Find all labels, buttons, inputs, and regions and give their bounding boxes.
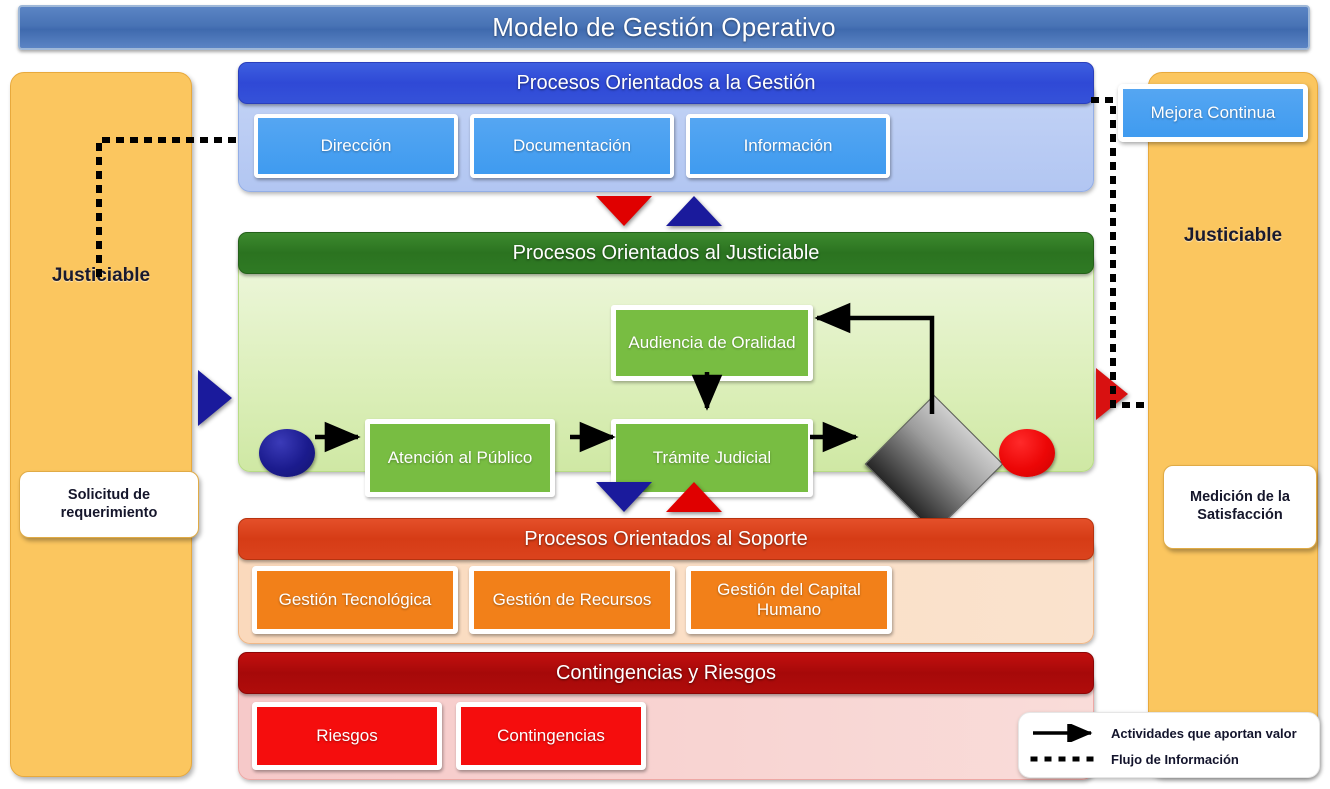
band-contingencias-riesgos: Contingencias y Riesgos Riesgos Continge…	[238, 652, 1094, 780]
chip-gestion-recursos[interactable]: Gestión de Recursos	[469, 566, 675, 634]
blue-down-triangle-icon	[596, 482, 652, 512]
note-solicitud-requerimiento: Solicitud de requerimiento	[19, 471, 199, 538]
band-header-soporte: Procesos Orientados al Soporte	[238, 518, 1094, 560]
band-procesos-soporte: Procesos Orientados al Soporte Gestión T…	[238, 518, 1094, 644]
note-medicion-satisfaccion: Medición de la Satisfacción	[1163, 465, 1317, 549]
band-body-justiciable: Audiencia de Oralidad Atención al Públic…	[238, 252, 1094, 534]
actor-label-left: Justiciable	[51, 265, 151, 286]
legend-label-valor: Actividades que aportan valor	[1111, 725, 1297, 741]
chip-gestion-tecnologica[interactable]: Gestión Tecnológica	[252, 566, 458, 634]
start-circle-icon	[259, 429, 315, 477]
flow-box-audiencia-oralidad[interactable]: Audiencia de Oralidad	[611, 305, 813, 381]
diagram-title-banner: Modelo de Gestión Operativo	[18, 5, 1310, 50]
band-procesos-justiciable: Audiencia de Oralidad Atención al Públic…	[238, 232, 1094, 534]
legend-item-informacion: Flujo de Información	[1029, 746, 1309, 772]
band-procesos-gestion: Procesos Orientados a la Gestión Direcci…	[238, 62, 1308, 192]
legend: Actividades que aportan valor Flujo de I…	[1018, 712, 1320, 778]
chip-riesgos[interactable]: Riesgos	[252, 702, 442, 770]
decision-diamond-icon	[864, 394, 1004, 534]
red-up-triangle-icon	[666, 482, 722, 512]
chip-row-soporte: Gestión Tecnológica Gestión de Recursos …	[252, 566, 892, 634]
dotted-line-icon	[1029, 750, 1111, 768]
solid-arrow-icon	[1029, 724, 1111, 742]
band-header-riesgos: Contingencias y Riesgos	[238, 652, 1094, 694]
chip-informacion[interactable]: Información	[686, 114, 890, 178]
actor-panel-left: Justiciable Solicitud de requerimiento	[10, 72, 199, 777]
chip-gestion-capital-humano[interactable]: Gestión del Capital Humano	[686, 566, 892, 634]
chip-row-gestion: Dirección Documentación Información	[254, 114, 890, 178]
dotted-flow-right	[1091, 97, 1155, 408]
red-down-triangle-icon	[596, 196, 652, 226]
band-header-justiciable: Procesos Orientados al Justiciable	[238, 232, 1094, 274]
chip-mejora-continua[interactable]: Mejora Continua	[1118, 84, 1308, 142]
chip-documentacion[interactable]: Documentación	[470, 114, 674, 178]
legend-item-valor: Actividades que aportan valor	[1029, 720, 1309, 746]
legend-label-informacion: Flujo de Información	[1111, 751, 1239, 767]
chip-row-riesgos: Riesgos Contingencias	[252, 702, 646, 770]
flow-box-atencion-publico[interactable]: Atención al Público	[365, 419, 555, 497]
band-header-gestion: Procesos Orientados a la Gestión	[238, 62, 1094, 104]
red-right-triangle-icon	[1096, 368, 1128, 420]
actor-label-right: Justiciable	[1183, 225, 1283, 246]
end-circle-icon	[999, 429, 1055, 477]
blue-up-triangle-icon	[666, 196, 722, 226]
chip-direccion[interactable]: Dirección	[254, 114, 458, 178]
actor-panel-right: Justiciable Medición de la Satisfacción	[1148, 72, 1318, 777]
chip-contingencias[interactable]: Contingencias	[456, 702, 646, 770]
blue-right-triangle-icon	[198, 370, 232, 426]
page-title: Modelo de Gestión Operativo	[492, 12, 836, 42]
